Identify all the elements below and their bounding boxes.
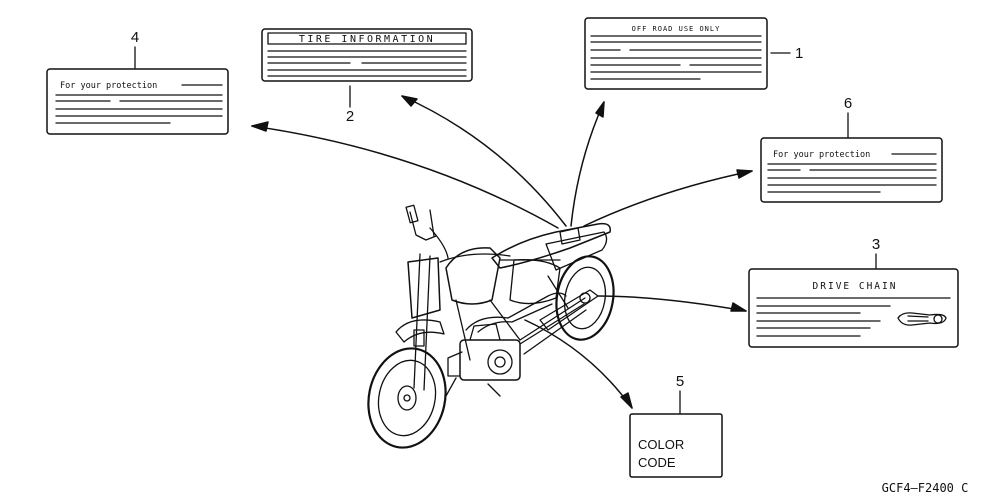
callout-number-6: 6 [844, 95, 852, 112]
color-code-line2: CODE [638, 455, 676, 470]
color-code-line1: COLOR [638, 437, 684, 452]
label-off-road-use-only: OFF ROAD USE ONLY [584, 17, 768, 90]
callout-number-4: 4 [131, 29, 139, 46]
callout-number-2: 2 [346, 108, 354, 125]
protection-left-title: For your protection [60, 81, 157, 91]
arrow-to-label-1 [570, 101, 605, 227]
arrow-to-label-5 [524, 319, 633, 409]
label-tire-information: TIRE INFORMATION [261, 28, 473, 82]
arrow-to-label-3 [597, 295, 747, 312]
label-protection-left: For your protection [46, 68, 229, 135]
dirt-bike-illustration [367, 204, 615, 449]
off-road-title: OFF ROAD USE ONLY [632, 25, 721, 33]
callout-number-1: 1 [795, 45, 803, 62]
tire-information-title: TIRE INFORMATION [299, 34, 435, 45]
diagram-code: GCF4—F2400 C [882, 481, 969, 495]
chain-adjuster-icon [897, 312, 947, 326]
arrow-to-label-6 [583, 170, 753, 227]
label-color-code: COLOR CODE [629, 413, 723, 478]
drive-chain-title: DRIVE CHAIN [813, 281, 898, 292]
label-protection-right: For your protection [760, 137, 943, 203]
callout-number-5: 5 [676, 373, 684, 390]
arrow-to-label-2 [401, 95, 567, 227]
arrow-to-label-4 [251, 125, 559, 229]
callout-number-3: 3 [872, 236, 880, 253]
label-drive-chain: DRIVE CHAIN [748, 268, 959, 348]
protection-right-title: For your protection [773, 150, 870, 160]
